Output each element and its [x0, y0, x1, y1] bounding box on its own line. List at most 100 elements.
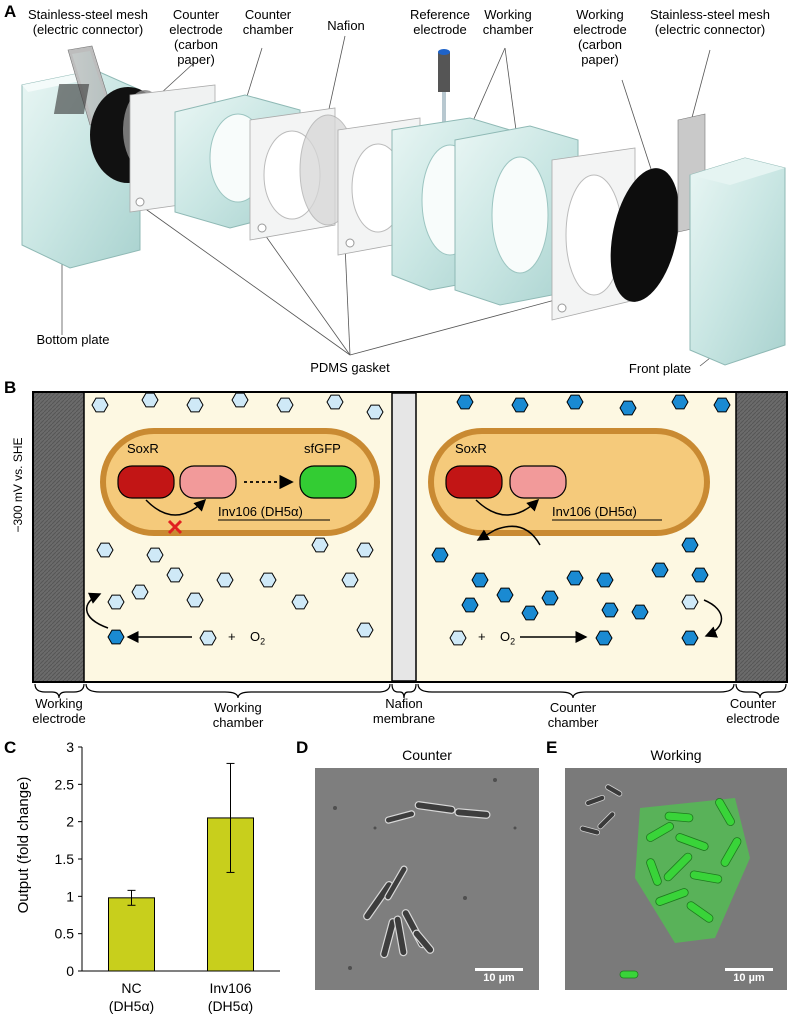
molecule-hexagon [461, 597, 479, 613]
label-mesh-right: Stainless-steel mesh(electric connector) [640, 7, 780, 37]
label-counter-chamber-line1: Counter [244, 7, 292, 22]
molecule-hexagon [671, 394, 689, 410]
left-plus: + [228, 629, 236, 644]
label-working-chamber-line2: chamber [482, 22, 534, 37]
counter-scale-label: 10 µm [483, 972, 515, 984]
panel-a: A [0, 0, 790, 376]
y-tick-label: 3 [66, 739, 74, 755]
panel-e-title: Working [650, 747, 702, 763]
molecule-hexagon [431, 547, 449, 563]
right-o2-symbol: O [500, 629, 511, 644]
y-tick-label: 2.5 [55, 776, 75, 792]
label-pdms-gasket: PDMS gasket [310, 360, 390, 375]
right-o2: O2 [500, 629, 515, 650]
bl-working-electrode-1: Working [35, 696, 83, 711]
left-o2: O2 [250, 629, 265, 650]
bar [108, 897, 155, 972]
molecule-hexagon [449, 630, 467, 646]
counter-scale-bar [475, 968, 523, 971]
label-counter-electrode-line1: Counter [172, 7, 220, 22]
y-tick-label: 1.5 [55, 851, 75, 867]
bl-counter-chamber-2: chamber [547, 715, 599, 730]
molecule-hexagon [566, 394, 584, 410]
panel-d-title: Counter [402, 747, 452, 763]
label-counter-electrode-line3: (carbon [173, 37, 219, 52]
left-soxr-label: SoxR [127, 441, 159, 456]
molecule-hexagon [596, 572, 614, 588]
y-tick-label: 1 [66, 888, 74, 904]
panel-e-letter: E [546, 738, 558, 757]
molecule-hexagon [141, 392, 159, 408]
molecule-hexagon [276, 397, 294, 413]
counter-bacteria [363, 801, 491, 959]
mechanism-diagram [32, 391, 788, 699]
working-electrode-disc [610, 168, 680, 302]
molecule-hexagon [231, 392, 249, 408]
molecule-hexagon [521, 605, 539, 621]
label-working-electrode-line1: Working [576, 7, 624, 22]
molecule-hexagon [311, 537, 329, 553]
label-working-electrode-line3: (carbon [577, 37, 623, 52]
device-exploded-view [21, 35, 786, 367]
bl-nafion-2: membrane [372, 711, 436, 726]
working-scale-bar [725, 968, 773, 971]
y-tick-label: 0.5 [55, 926, 75, 942]
molecule-hexagon [186, 592, 204, 608]
working-scale-label: 10 µm [733, 972, 765, 984]
molecule-hexagon [651, 562, 669, 578]
counter-micrograph: 10 µm [315, 768, 539, 990]
molecule-hexagon [186, 397, 204, 413]
molecule-hexagon [681, 537, 699, 553]
label-mesh-left: Stainless-steel mesh(electric connector) [18, 7, 158, 37]
label-working-chamber-line1: Working [484, 7, 532, 22]
molecule-hexagon [471, 572, 489, 588]
sfgfp-label: sfGFP [304, 441, 341, 456]
reference-electrode [438, 49, 450, 132]
label-front-plate: Front plate [628, 361, 692, 376]
molecule-hexagon [326, 394, 344, 410]
x-tick-label: Inv106 [209, 980, 251, 996]
label-mesh-right-line2: (electric connector) [654, 22, 766, 37]
label-reference-line2: electrode [413, 22, 467, 37]
molecule-hexagon [496, 587, 514, 603]
y-tick-label: 0 [66, 963, 74, 979]
molecule-hexagon [146, 547, 164, 563]
molecule-hexagon [91, 397, 109, 413]
x-tick-label: NC [121, 980, 141, 996]
bl-counter-electrode-1: Counter [729, 696, 777, 711]
molecule-hexagon [566, 570, 584, 586]
molecule-hexagon [356, 542, 374, 558]
bl-counter-electrode-2: electrode [726, 711, 780, 726]
panel-d-letter: D [296, 738, 309, 757]
right-plus: + [478, 629, 486, 644]
right-soxr-label: SoxR [455, 441, 487, 456]
molecule-hexagon [681, 630, 699, 646]
label-counter-electrode-line4: paper) [177, 52, 215, 67]
molecule-hexagon [541, 590, 559, 606]
molecule-hexagon [216, 572, 234, 588]
y-tick-label: 2 [66, 814, 74, 830]
inhibition-x-icon [167, 519, 183, 535]
front-plate [689, 157, 786, 366]
right-strain-label: Inv106 (DH5α) [552, 504, 637, 519]
label-mesh-left-line1: Stainless-steel mesh [28, 7, 148, 22]
counter-electrode-bar [736, 393, 786, 681]
working-chamber-block [391, 117, 579, 306]
molecule-hexagon [107, 629, 125, 645]
label-working-electrode-line2: electrode [573, 22, 627, 37]
label-reference-line1: Reference [410, 7, 470, 22]
molecule-hexagon [291, 594, 309, 610]
working-electrode-bar [34, 393, 84, 681]
molecule-hexagon [341, 572, 359, 588]
molecule-hexagon [356, 622, 374, 638]
molecule-hexagon [166, 567, 184, 583]
molecule-hexagon [456, 394, 474, 410]
